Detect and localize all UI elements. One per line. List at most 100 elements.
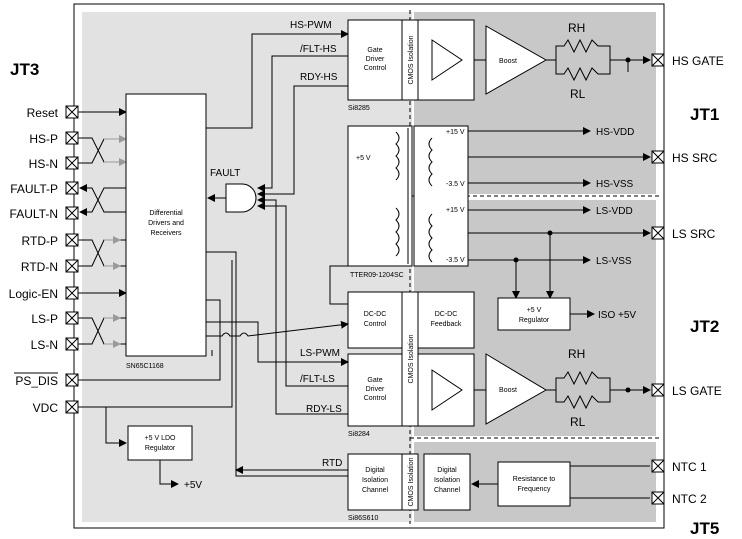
hs-vss-label: HS-VSS [596, 179, 634, 190]
pin-rtd-n: RTD-N [21, 260, 58, 274]
ls-gdc-line3: Control [364, 395, 387, 402]
pin-hs-src: HS SRC [672, 151, 718, 165]
hs-gdc-line3: Control [364, 65, 387, 72]
ntc-cmos-isolation [401, 453, 419, 511]
transformer-secondary [413, 125, 469, 267]
ls-rl-label: RL [570, 415, 586, 429]
pin-fault-p: FAULT-P [10, 182, 58, 196]
si8284-label: Si8284 [348, 431, 370, 438]
dcdc-ctl-line1: DC-DC [364, 311, 387, 318]
ldo-line1: +5 V LDO [145, 435, 176, 442]
pin-ls-p: LS-P [31, 312, 58, 326]
pin-ls-src: LS SRC [672, 227, 716, 241]
hs-buffer-icon [431, 39, 463, 81]
hs-gate-driver-control [347, 19, 403, 101]
pin-ntc1: NTC 1 [672, 460, 707, 474]
reg5-line2: Regulator [519, 317, 550, 324]
dig-iso-right-1: Digital [437, 467, 457, 474]
hs-rl-resistor [555, 60, 611, 82]
dcdc-to-xfmr [329, 265, 348, 305]
ldo-line2: Regulator [145, 445, 176, 452]
fault-and-gate [225, 183, 257, 213]
iso-5v-label: ISO +5V [598, 310, 636, 321]
ls-buffer-icon [431, 369, 463, 411]
iso-5v-regulator [497, 297, 571, 331]
dcdc-ctl-line2: Control [364, 321, 387, 328]
hs-gdc-line1: Gate [367, 47, 382, 54]
ls-p15v-label: +15 V [446, 207, 465, 214]
xfmr-input-label: +5 V [356, 155, 371, 162]
ls-boost-label: Boost [499, 387, 517, 394]
ls-vss-label: LS-VSS [596, 256, 632, 267]
plus5v-label: +5V [184, 480, 202, 491]
sn65-label: SN65C1168 [126, 363, 164, 370]
tter-label: TTER09-1204SC [350, 272, 404, 279]
pin-logic-en: Logic-EN [9, 287, 58, 301]
pin-reset: Reset [27, 106, 59, 120]
dig-iso-right [423, 453, 471, 511]
pin-ls-gate: LS GATE [672, 384, 722, 398]
pin-ls-n: LS-N [31, 338, 58, 352]
dig-iso-left-1: Digital [365, 467, 385, 474]
diff-drv-line3: Receivers [150, 230, 182, 237]
hs-p15v-label: +15 V [446, 129, 465, 136]
right-connectors: HS GATE HS SRC LS SRC LS GATE NTC 1 NTC … [651, 53, 724, 506]
si8285-label: Si8285 [348, 105, 370, 112]
dig-iso-right-2: Isolation [434, 477, 460, 484]
transformer-block [347, 125, 413, 267]
hs-gdc-line2: Driver [366, 56, 385, 63]
dig-iso-right-3: Channel [434, 487, 461, 494]
primary-coil-top [395, 131, 400, 181]
si86-label: Si86S610 [348, 515, 378, 522]
pin-hs-p: HS-P [29, 132, 58, 146]
ls-rh-label: RH [568, 347, 585, 361]
dcdc-feedback-block [417, 291, 475, 349]
hs-pwm-label: HS-PWM [290, 20, 332, 31]
ls-gdc-line2: Driver [366, 386, 385, 393]
fault-label: FAULT [210, 168, 240, 179]
ls-cmos-label: CMOS Isolation [408, 334, 415, 383]
dig-iso-left-2: Isolation [362, 477, 388, 484]
pin-vdc: VDC [33, 401, 59, 415]
ntc-cmos-label: CMOS Isolation [408, 457, 415, 506]
hs-vdd-label: HS-VDD [596, 127, 634, 138]
ls-pwm-label: LS-PWM [300, 348, 340, 359]
flt-hs-label: /FLT-HS [300, 44, 337, 55]
ls-rl-resistor [555, 390, 611, 410]
diff-drv-line1: Differential [149, 210, 183, 217]
ldo-regulator [127, 425, 193, 461]
ls-rh-resistor [546, 370, 611, 391]
r2f-block [497, 461, 571, 507]
ls-vdd-label: LS-VDD [596, 206, 633, 217]
dig-iso-left-3: Channel [362, 487, 389, 494]
dcdc-control-block [347, 291, 403, 349]
ls-boost-amp [485, 353, 547, 425]
flt-ls-label: /FLT-LS [300, 374, 335, 385]
primary-coil-bottom [395, 207, 400, 257]
pin-fault-n: FAULT-N [10, 207, 58, 221]
hs-cmos-label: CMOS Isolation [408, 35, 415, 84]
ls-m35v-label: -3.5 V [446, 257, 465, 264]
r2f-line1: Resistance to [513, 476, 556, 483]
jt2-label: JT2 [690, 317, 719, 336]
rdy-ls-label: RDY-LS [306, 404, 342, 415]
rtd-label: RTD [322, 458, 342, 469]
hs-rl-label: RL [570, 87, 586, 101]
pin-rtd-p: RTD-P [22, 234, 58, 248]
r2f-line2: Frequency [517, 486, 551, 493]
hs-m35v-label: -3.5 V [446, 181, 465, 188]
diff-pair-wiring [78, 108, 127, 348]
pin-ntc2: NTC 2 [672, 492, 707, 506]
diff-driver-block [125, 93, 207, 357]
pin-ps-dis: PS_DIS [15, 374, 58, 388]
pin-hs-gate: HS GATE [672, 54, 724, 68]
jt1-label: JT1 [690, 105, 719, 124]
dcdc-fb-line2: Feedback [431, 321, 462, 328]
hs-rh-resistor [546, 38, 611, 61]
reg5-line1: +5 V [527, 307, 542, 314]
rdy-hs-label: RDY-HS [300, 72, 338, 83]
hs-rh-label: RH [568, 21, 585, 35]
jt5-label: JT5 [690, 519, 719, 538]
